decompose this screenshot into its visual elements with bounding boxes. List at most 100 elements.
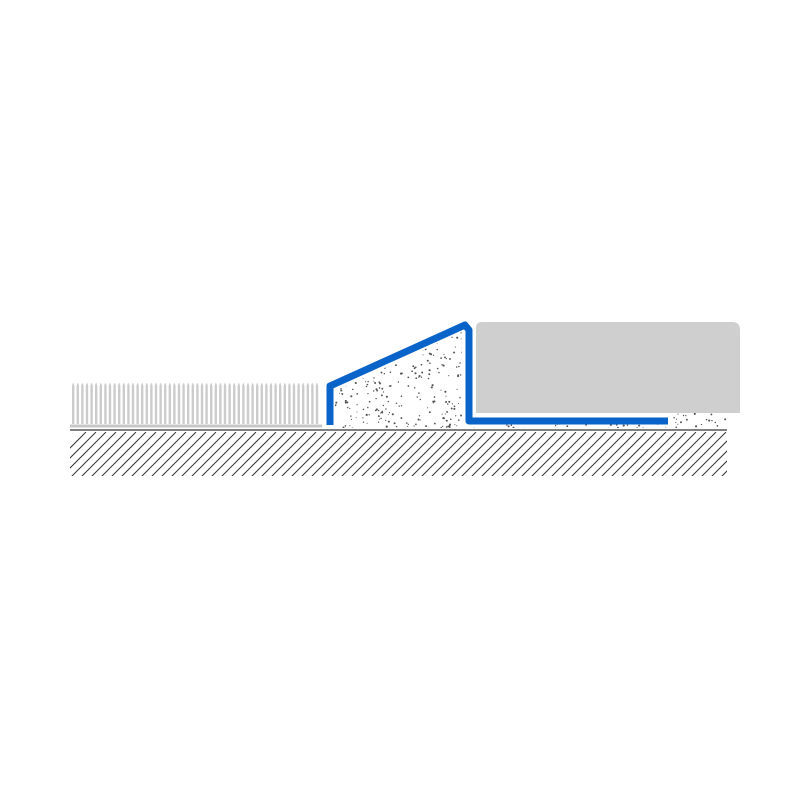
stipple-dot: [355, 330, 357, 332]
stipple-dot: [588, 413, 590, 416]
stipple-dot: [430, 353, 433, 356]
hatch-line: [481, 432, 527, 476]
stipple-dot: [380, 357, 383, 359]
stipple-dot: [422, 354, 424, 356]
stipple-dot: [675, 426, 678, 428]
hatch-line: [431, 432, 477, 476]
hatch-line: [451, 432, 497, 476]
stipple-dot: [373, 377, 375, 379]
stipple-dot: [388, 412, 391, 414]
stipple-dot: [473, 427, 475, 428]
stipple-dot: [385, 419, 387, 421]
stipple-dot: [583, 413, 585, 415]
stipple-dot: [435, 332, 437, 334]
stipple-dot: [350, 363, 353, 366]
stipple-dot: [362, 421, 365, 423]
stipple-dot: [342, 363, 344, 366]
stipple-dot: [378, 381, 380, 383]
hatch-line: [231, 432, 277, 476]
hatch-line: [321, 432, 367, 476]
stipple-dot: [406, 332, 408, 334]
stipple-dot: [362, 377, 364, 379]
stipple-dot: [615, 415, 617, 417]
stipple-dot: [349, 407, 351, 410]
stipple-dot: [455, 415, 457, 417]
carpet-tuft: [279, 383, 282, 424]
carpet-tuft: [242, 383, 245, 424]
stipple-dot: [383, 366, 386, 369]
stipple-dot: [335, 359, 338, 362]
stipple-dot: [363, 339, 366, 342]
stipple-dot: [366, 422, 368, 424]
stipple-dot: [620, 427, 622, 428]
stipple-dot: [458, 402, 460, 405]
stipple-dot: [445, 419, 448, 422]
stipple-dot: [458, 365, 460, 368]
stipple-dot: [393, 422, 396, 425]
stipple-dot: [605, 415, 608, 417]
stipple-dot: [405, 332, 408, 333]
stipple-dot: [457, 419, 460, 421]
stipple-dot: [441, 425, 444, 428]
stipple-dot: [335, 404, 337, 407]
stipple-dot: [496, 415, 498, 417]
hatch-line: [191, 432, 237, 476]
stipple-dot: [448, 400, 451, 403]
hatch-line: [351, 432, 397, 476]
hatch-line: [281, 432, 327, 476]
stipple-dot: [445, 401, 448, 403]
stipple-dot: [361, 343, 363, 346]
stipple-dot: [367, 380, 369, 383]
stipple-dot: [440, 426, 442, 428]
carpet-tuft: [200, 383, 204, 424]
stipple-dot: [651, 414, 654, 417]
stipple-dot: [335, 353, 337, 355]
stipple-dot: [462, 336, 465, 339]
stipple-dot: [381, 329, 382, 330]
stipple-dot: [415, 377, 418, 380]
carpet-tuft: [265, 383, 268, 424]
stipple-dot: [362, 417, 364, 419]
stipple-dot: [693, 413, 696, 415]
stipple-dot: [459, 396, 461, 398]
carpet-tuft: [136, 383, 139, 424]
stipple-dot: [453, 405, 456, 408]
hatch-line: [551, 432, 597, 476]
hatch-line: [201, 432, 247, 476]
stipple-dot: [448, 424, 451, 427]
diagonal-hatch-icon: [70, 432, 727, 476]
stipple-dot: [457, 374, 460, 377]
stipple-dot: [372, 390, 375, 392]
carpet-tuft: [145, 383, 148, 424]
stipple-dot: [367, 393, 369, 395]
stipple-dot: [459, 362, 461, 364]
hatch-line: [491, 432, 537, 476]
hatch-line: [181, 432, 227, 476]
stipple-dot: [412, 365, 415, 368]
stipple-dot: [353, 358, 356, 361]
stipple-dot: [344, 384, 347, 387]
hatch-line: [461, 432, 507, 476]
stipple-dot: [566, 415, 568, 417]
stipple-dot: [364, 381, 367, 383]
stipple-dot: [377, 415, 380, 418]
stipple-dot: [368, 335, 371, 338]
carpet-tuft: [315, 383, 319, 424]
stipple-dot: [659, 416, 661, 418]
stipple-dot: [446, 410, 449, 413]
carpet-tuft: [141, 383, 144, 424]
stipple-dot: [407, 385, 410, 387]
hatch-line: [661, 432, 707, 476]
stipple-dot: [460, 332, 462, 334]
stipple-dot: [374, 327, 376, 329]
stipple-dot: [385, 408, 387, 410]
hatch-line: [171, 432, 217, 476]
stipple-dot: [436, 342, 438, 345]
stipple-dot: [407, 423, 410, 426]
carpet-tuft: [173, 383, 176, 424]
stipple-dot: [375, 354, 378, 357]
stipple-dot: [342, 364, 344, 367]
stipple-dot: [353, 348, 355, 350]
stipple-dot: [461, 359, 463, 361]
